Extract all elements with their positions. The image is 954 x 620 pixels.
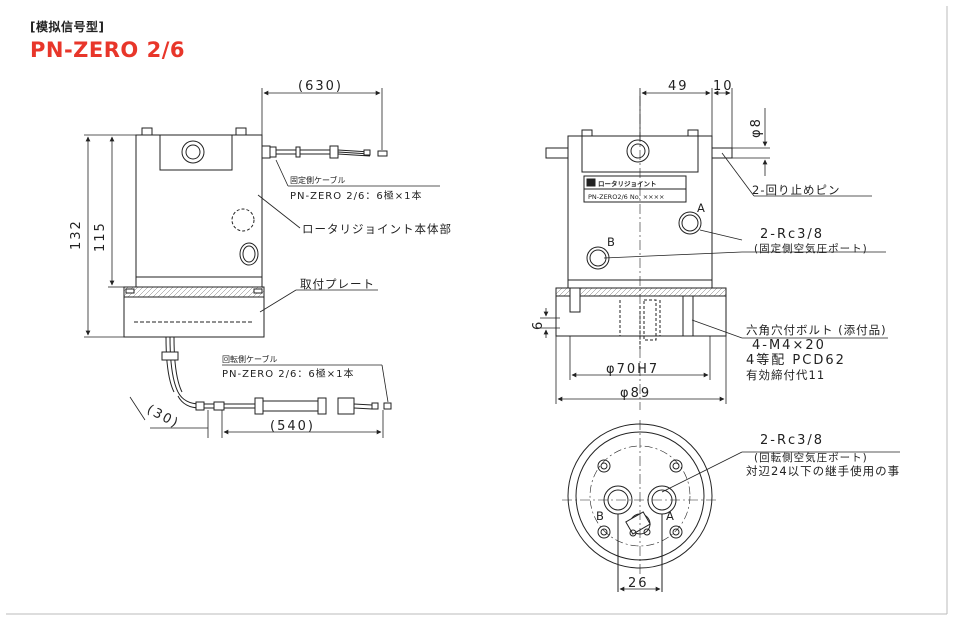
front-view bbox=[545, 129, 733, 350]
rot-ports-desc: (回転側空気圧ポート) bbox=[754, 451, 868, 464]
plate-label: 取付プレート bbox=[300, 277, 375, 291]
dim-30: (30) bbox=[144, 402, 182, 432]
port-b-label: B bbox=[607, 235, 616, 249]
dim-total-height: 132 bbox=[69, 219, 84, 250]
fixed-ports-desc: (固定側空気圧ポート) bbox=[754, 242, 868, 255]
bolt-spec: 4-M4×20 bbox=[752, 338, 826, 353]
bottom-port-a: A bbox=[666, 509, 675, 523]
front-view-labels: 49 10 φ8 2-回り止めピン ロータリジョイント PN-ZERO2/6 N… bbox=[531, 79, 887, 401]
port-a-label: A bbox=[697, 201, 706, 215]
dim-phi8: φ8 bbox=[749, 117, 764, 138]
bottom-view-labels: 2-Rc3/8 (回転側空気圧ポート) 対辺24以下の継手使用の事 A B 26 bbox=[596, 433, 900, 591]
nameplate-model: PN-ZERO2/6 No. ×××× bbox=[588, 193, 665, 201]
dim-540: (540) bbox=[270, 419, 315, 434]
rotary-cable-spec: PN-ZERO 2/6：6極×1本 bbox=[222, 367, 354, 380]
dim-body-height: 115 bbox=[93, 221, 108, 252]
dim-26: 26 bbox=[628, 576, 649, 591]
rotary-cable-title: 回転側ケーブル bbox=[222, 354, 278, 364]
category-label: [模拟信号型] bbox=[30, 20, 105, 34]
fixed-cable-title: 固定側ケーブル bbox=[290, 175, 346, 185]
dim-6: 6 bbox=[531, 320, 546, 330]
bolt-title: 六角穴付ボルト (添付品) bbox=[746, 323, 887, 337]
rot-ports-title: 2-Rc3/8 bbox=[760, 433, 824, 448]
bottom-port-b: B bbox=[596, 509, 605, 523]
dim-10: 10 bbox=[713, 79, 734, 94]
bolt-pcd: 4等配 PCD62 bbox=[746, 352, 846, 368]
dim-49: 49 bbox=[668, 79, 689, 94]
nameplate-brand: ロータリジョイント bbox=[598, 179, 657, 188]
side-view-labels: (630) 132 115 固定側ケーブル PN-ZERO 2/6：6極×1本 … bbox=[69, 79, 452, 434]
dim-phi70: φ70H7 bbox=[606, 362, 659, 377]
front-view-dimensions bbox=[540, 88, 888, 410]
bolt-length: 有効締付代11 bbox=[746, 368, 825, 382]
dim-phi89: φ89 bbox=[620, 386, 651, 401]
fixed-ports-title: 2-Rc3/8 bbox=[760, 227, 824, 242]
side-view-dimensions bbox=[84, 88, 440, 438]
product-title: PN-ZERO 2/6 bbox=[30, 38, 185, 62]
dim-cable-length: (630) bbox=[298, 79, 343, 94]
side-view bbox=[123, 127, 392, 415]
bottom-view bbox=[562, 420, 900, 592]
fitting-note: 対辺24以下の継手使用の事 bbox=[746, 464, 900, 478]
fixed-cable-spec: PN-ZERO 2/6：6極×1本 bbox=[290, 189, 422, 202]
body-label: ロータリジョイント本体部 bbox=[302, 222, 452, 236]
stop-pin-label: 2-回り止めピン bbox=[752, 183, 840, 197]
